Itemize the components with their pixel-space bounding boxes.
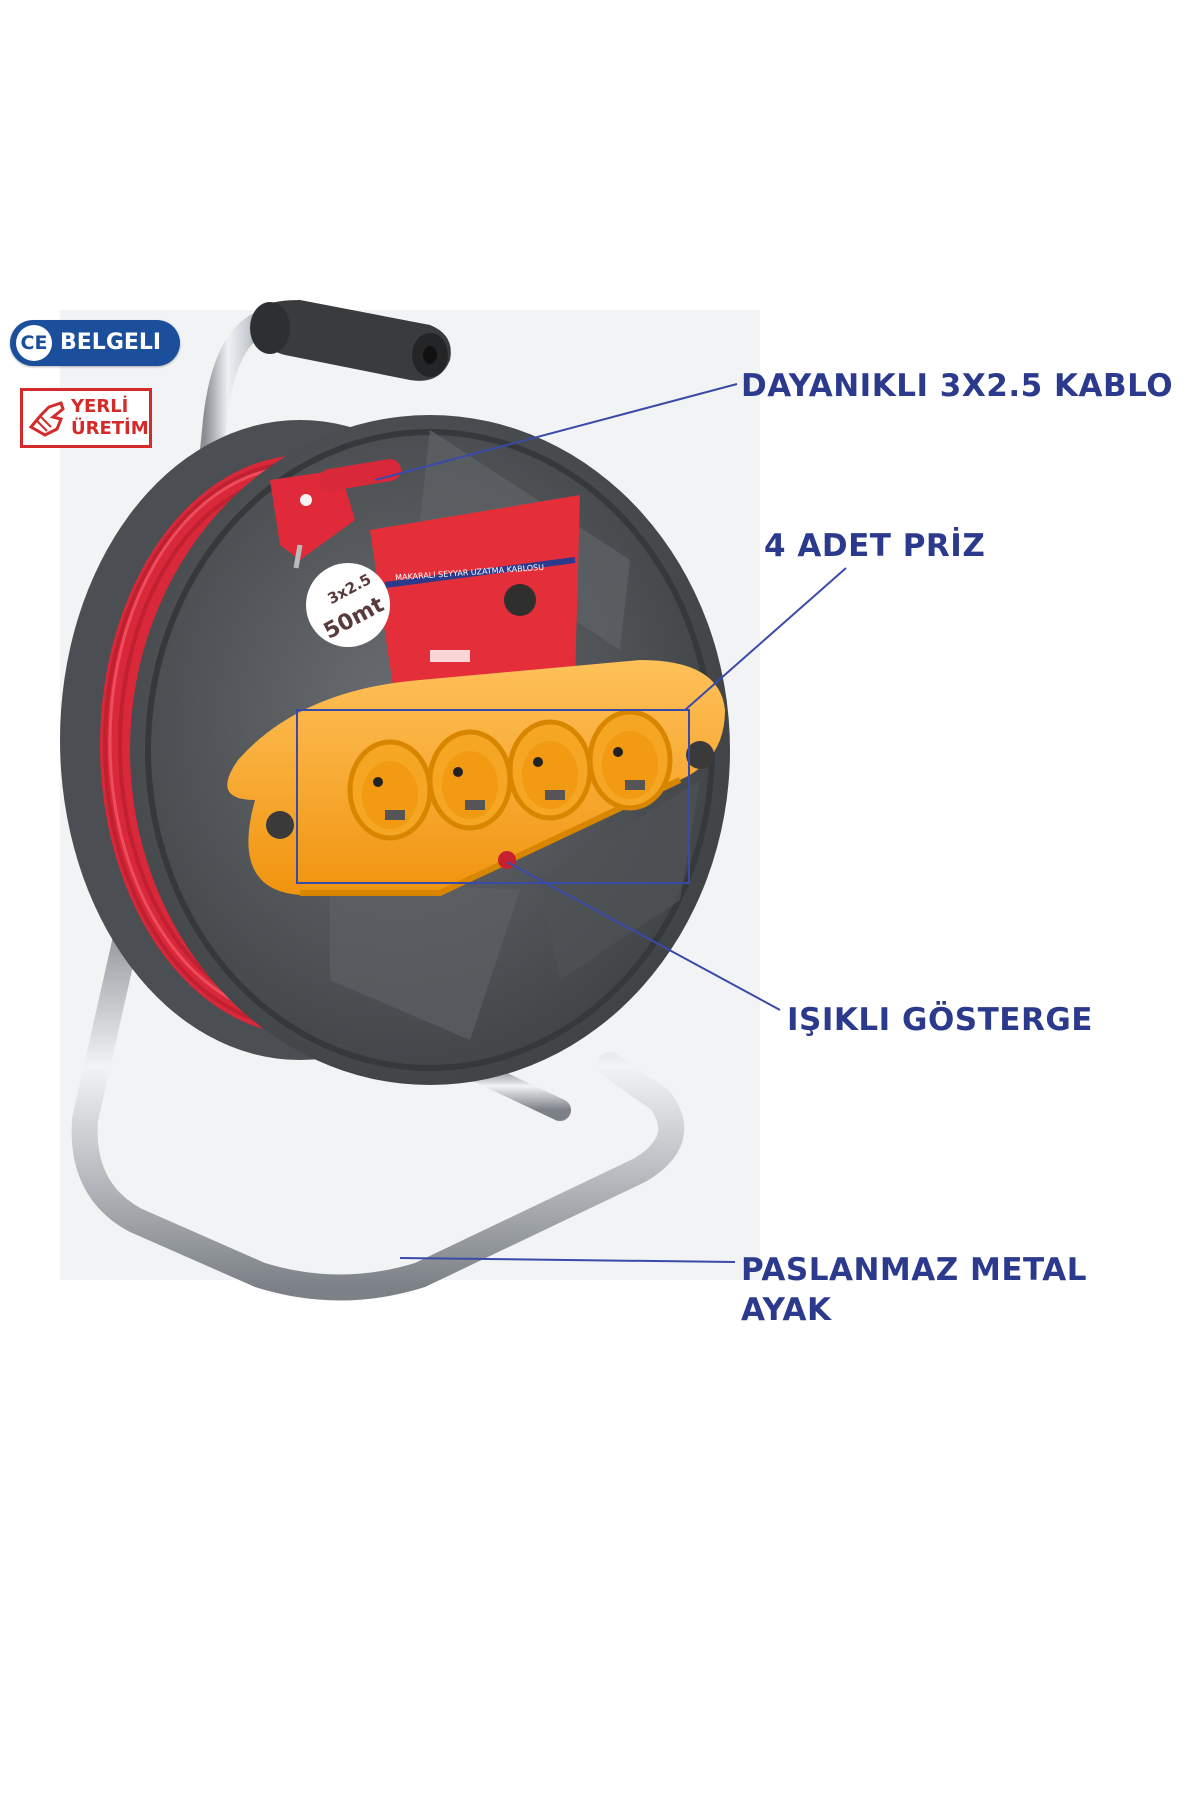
socket-1	[347, 739, 433, 841]
local-label-line2: ÜRETİM	[71, 418, 149, 439]
socket-2	[427, 729, 513, 831]
hand-icon	[28, 401, 65, 437]
socket-3	[507, 719, 593, 821]
ce-certified-badge: CE BELGELI	[10, 320, 180, 366]
callout-lines	[374, 383, 847, 1263]
callout-metal-leg-line1: PASLANMAZ METAL	[741, 1252, 1088, 1288]
socket-block	[227, 660, 726, 896]
local-label-line1: YERLİ	[71, 396, 129, 417]
callout-indicator: IŞIKLI GÖSTERGE	[787, 1002, 1093, 1038]
callout-sockets: 4 ADET PRİZ	[764, 528, 986, 564]
ce-mark-icon: CE	[16, 325, 52, 361]
socket-4	[587, 709, 673, 811]
product-label-panel	[370, 495, 580, 700]
red-plug	[270, 459, 401, 569]
socket-highlight-box	[296, 709, 690, 884]
local-production-badge: YERLİ ÜRETİM	[20, 388, 152, 448]
callout-metal-leg: PASLANMAZ METAL AYAK	[741, 1250, 1087, 1330]
callout-cable: DAYANIKLI 3X2.5 KABLO	[741, 368, 1174, 404]
callout-metal-leg-line2: AYAK	[741, 1292, 832, 1328]
handle	[250, 300, 451, 381]
certified-label: BELGELI	[60, 330, 162, 355]
size-sticker	[306, 563, 390, 647]
